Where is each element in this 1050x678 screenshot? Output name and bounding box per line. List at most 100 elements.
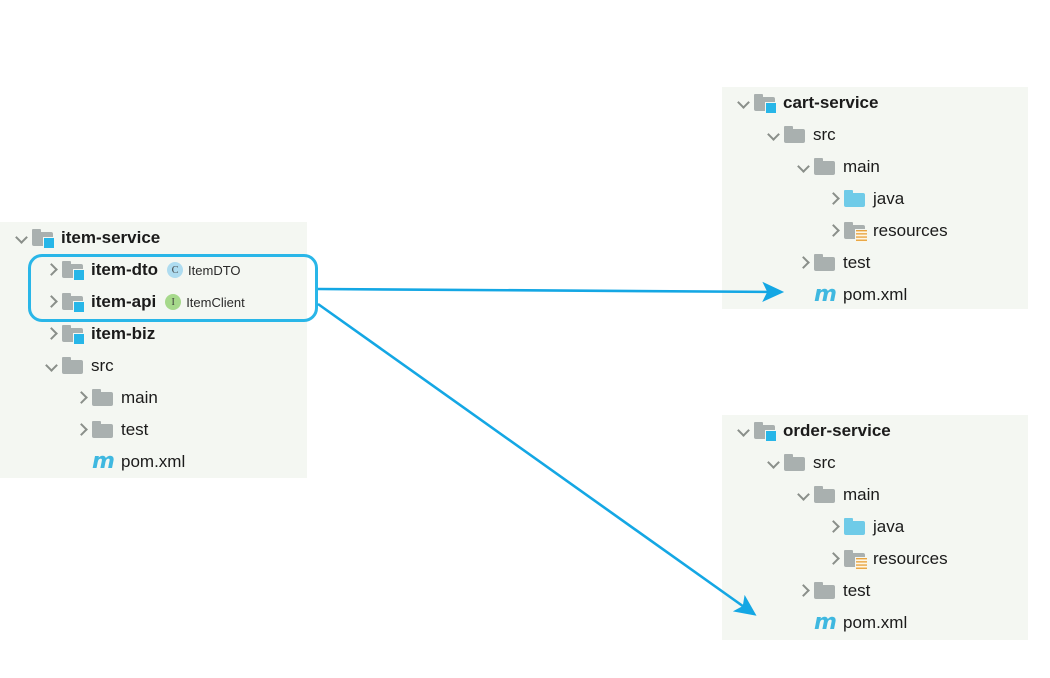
tree-row-java[interactable]: java xyxy=(722,183,1028,215)
module-badge-icon xyxy=(765,102,777,114)
chevron-down-icon[interactable] xyxy=(734,87,754,119)
folder-tab xyxy=(62,261,71,265)
folder-body xyxy=(814,257,835,271)
resources-badge-icon xyxy=(855,557,868,571)
tree-row-order-service[interactable]: order-service xyxy=(722,415,1028,447)
module-folder-icon xyxy=(754,422,777,442)
folder-body xyxy=(844,193,865,207)
chevron-down-icon[interactable] xyxy=(42,350,62,382)
twisty-spacer xyxy=(794,279,814,311)
maven-icon: m xyxy=(92,449,115,474)
tree-row-src[interactable]: src xyxy=(0,350,307,382)
tree-row-test[interactable]: test xyxy=(0,414,307,446)
folder-icon xyxy=(814,254,836,272)
folder-body xyxy=(784,457,805,471)
tree-row-label: pom.xml xyxy=(121,452,186,471)
tree-row-label: item-api xyxy=(91,292,157,311)
tree-row-label: pom.xml xyxy=(843,285,908,304)
chevron-right-icon[interactable] xyxy=(72,382,92,414)
chevron-right-icon[interactable] xyxy=(824,183,844,215)
tree-row-label: resources xyxy=(873,549,948,568)
folder-tab xyxy=(814,486,823,490)
folder-body xyxy=(814,489,835,503)
module-folder-icon xyxy=(62,293,85,313)
java-folder-icon xyxy=(844,518,866,536)
folder-tab xyxy=(784,454,793,458)
folder-body xyxy=(844,521,865,535)
tree-row-label: pom.xml xyxy=(843,613,908,632)
interface-icon: I xyxy=(165,294,182,310)
tree-row-main[interactable]: main xyxy=(722,479,1028,511)
tree-row-item-biz[interactable]: item-biz xyxy=(0,318,307,350)
tree-row-pom-xml[interactable]: m pom.xml xyxy=(722,279,1028,311)
chevron-right-icon[interactable] xyxy=(794,575,814,607)
chevron-right-icon[interactable] xyxy=(42,286,62,318)
tree-row-test[interactable]: test xyxy=(722,575,1028,607)
tree-row-label: item-service xyxy=(61,228,161,247)
folder-icon xyxy=(784,126,806,144)
chevron-down-icon[interactable] xyxy=(794,151,814,183)
tree-row-label: order-service xyxy=(783,421,891,440)
folder-tab xyxy=(814,158,823,162)
tree-row-pom-xml[interactable]: m pom.xml xyxy=(0,446,307,478)
module-badge-icon xyxy=(73,301,85,313)
tree-row-resources[interactable]: resources xyxy=(722,215,1028,247)
tree-row-label: src xyxy=(91,356,114,375)
module-folder-icon xyxy=(62,325,85,345)
tree-row-main[interactable]: main xyxy=(722,151,1028,183)
folder-icon xyxy=(814,158,836,176)
module-badge-icon xyxy=(73,333,85,345)
maven-icon: m xyxy=(814,282,837,307)
folder-tab xyxy=(844,190,853,194)
tree-row-label: main xyxy=(843,485,880,504)
folder-tab xyxy=(754,94,763,98)
resources-folder-icon xyxy=(844,550,868,571)
chevron-down-icon[interactable] xyxy=(734,415,754,447)
folder-icon xyxy=(814,582,836,600)
folder-tab xyxy=(32,229,41,233)
tree-row-label: test xyxy=(843,253,871,272)
tree-row-cart-service[interactable]: cart-service xyxy=(722,87,1028,119)
chevron-right-icon[interactable] xyxy=(42,318,62,350)
chevron-right-icon[interactable] xyxy=(824,543,844,575)
tree-row-label: main xyxy=(843,157,880,176)
arrow-to-order-service xyxy=(317,302,757,616)
tree-row-src[interactable]: src xyxy=(722,447,1028,479)
chevron-down-icon[interactable] xyxy=(764,119,784,151)
module-badge-icon xyxy=(73,269,85,281)
folder-body xyxy=(814,585,835,599)
folder-tab xyxy=(754,422,763,426)
chevron-right-icon[interactable] xyxy=(794,247,814,279)
tree-row-main[interactable]: main xyxy=(0,382,307,414)
module-folder-icon xyxy=(62,261,85,281)
chevron-right-icon[interactable] xyxy=(42,254,62,286)
chevron-right-icon[interactable] xyxy=(824,215,844,247)
tree-row-java[interactable]: java xyxy=(722,511,1028,543)
tree-row-label: test xyxy=(121,420,149,439)
folder-icon xyxy=(814,486,836,504)
chevron-down-icon[interactable] xyxy=(794,479,814,511)
chevron-down-icon[interactable] xyxy=(12,222,32,254)
tree-row-item-service[interactable]: item-service xyxy=(0,222,307,254)
chevron-right-icon[interactable] xyxy=(824,511,844,543)
tree-row-resources[interactable]: resources xyxy=(722,543,1028,575)
module-badge-icon xyxy=(43,237,55,249)
chevron-down-icon[interactable] xyxy=(764,447,784,479)
tree-row-test[interactable]: test xyxy=(722,247,1028,279)
java-folder-icon xyxy=(844,190,866,208)
folder-body xyxy=(62,360,83,374)
tree-row-src[interactable]: src xyxy=(722,119,1028,151)
folder-tab xyxy=(844,550,853,554)
folder-icon xyxy=(92,421,114,439)
chevron-right-icon[interactable] xyxy=(72,414,92,446)
folder-tab xyxy=(814,582,823,586)
resources-folder-icon xyxy=(844,222,868,243)
